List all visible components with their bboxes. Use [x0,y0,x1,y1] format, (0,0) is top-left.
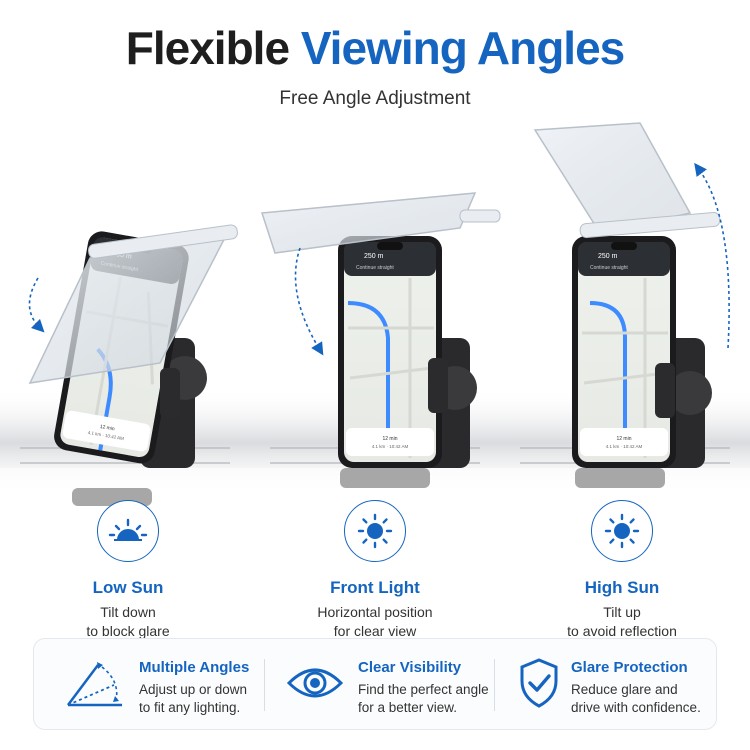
mode-low-sun: Low Sun Tilt down to block glare [8,500,248,641]
nav-instruction: Continue straight [356,265,394,271]
title-part1: Flexible [125,22,290,74]
phone-high-sun: 250 m Continue straight 12 min 4.1 km · … [533,122,730,488]
feature-title: Clear Visibility [358,659,462,676]
mode-desc: Tilt down to block glare [86,604,170,639]
page-subtitle: Free Angle Adjustment [279,88,471,109]
feature-desc: Adjust up or down to fit any lighting. [139,682,248,715]
angle-icon [64,655,124,716]
high-sun-icon [591,500,653,562]
page-title: Flexible Viewing Angles [0,18,750,78]
feature-title: Multiple Angles [139,659,250,676]
nav-instruction: Continue straight [590,265,628,271]
mode-title: High Sun [584,578,660,597]
feature-desc: Reduce glare and drive with confidence. [571,682,701,715]
mode-title: Front Light [330,578,420,597]
divider [494,659,495,711]
mode-high-sun: High Sun Tilt up to avoid reflection [502,500,742,641]
feature-glare-protection: Glare Protection Reduce glare and drive … [518,639,718,729]
mode-desc: Tilt up to avoid reflection [567,604,677,639]
feature-multiple-angles: Multiple Angles Adjust up or down to fit… [64,639,274,729]
eye-icon [286,663,344,708]
shield-check-icon [518,657,560,714]
mode-desc: Horizontal position for clear view [317,604,433,639]
nav-eta: 12 min [382,436,397,442]
title-part2: Viewing Angles [300,22,625,74]
nav-distance: 250 m [598,253,618,260]
divider [264,659,265,711]
feature-title: Glare Protection [571,659,688,676]
nav-eta-detail: 4.1 km · 10:42 AM [372,444,409,449]
nav-eta-detail: 4.1 km · 10:42 AM [87,430,124,441]
mode-front-light: Front Light Horizontal position for clea… [255,500,495,641]
nav-eta: 12 min [616,436,631,442]
nav-eta-detail: 4.1 km · 10:42 AM [606,444,643,449]
nav-eta: 12 min [99,424,115,433]
feature-strip: Multiple Angles Adjust up or down to fit… [33,638,717,730]
low-sun-icon [97,500,159,562]
feature-desc: Find the perfect angle for a better view… [358,682,489,715]
front-light-icon [344,500,406,562]
product-scene: 250 m Continue straight 12 min 4.1 km · … [0,122,750,518]
mode-title: Low Sun [92,578,164,597]
feature-clear-visibility: Clear Visibility Find the perfect angle … [286,639,496,729]
nav-distance: 250 m [364,253,384,260]
